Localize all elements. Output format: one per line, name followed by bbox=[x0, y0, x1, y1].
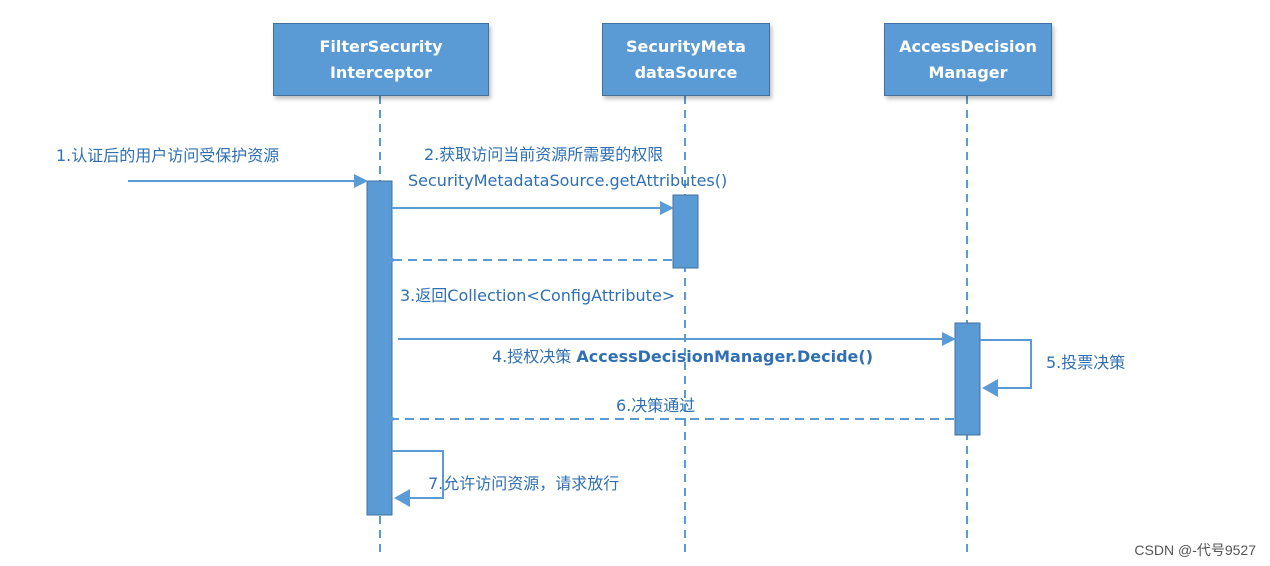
participant-name-line1: SecurityMeta bbox=[626, 36, 746, 56]
message-2-label-line1: 2.获取访问当前资源所需要的权限 bbox=[424, 145, 664, 164]
message-7-label: 7.允许访问资源，请求放行 bbox=[428, 474, 620, 493]
participant-name-line2: dataSource bbox=[634, 62, 738, 82]
message-4-label: 4.授权决策 AccessDecisionManager.Decide() bbox=[492, 347, 873, 367]
participant-name-line2: Interceptor bbox=[329, 62, 433, 82]
participant-name-line2: Manager bbox=[928, 62, 1008, 82]
message-7-arrowhead bbox=[394, 489, 410, 507]
message-4-call: AccessDecisionManager.Decide() bbox=[576, 347, 874, 366]
message-4-prefix: 4.授权决策 bbox=[492, 347, 577, 366]
participant-filter-security-interceptor: FilterSecurity Interceptor bbox=[273, 23, 489, 96]
participant-security-metadata-source: SecurityMeta dataSource bbox=[602, 23, 770, 96]
activation-security-metadata-source bbox=[672, 194, 699, 269]
message-6-label: 6.决策通过 bbox=[616, 396, 696, 415]
watermark: CSDN @-代号9527 bbox=[1134, 542, 1256, 558]
participant-name-line1: FilterSecurity bbox=[319, 36, 443, 56]
message-3-label: 3.返回Collection<ConfigAttribute> bbox=[400, 286, 676, 305]
activation-access-decision-manager bbox=[954, 322, 981, 436]
participant-access-decision-manager: AccessDecision Manager bbox=[884, 23, 1052, 96]
message-5-self-arrow bbox=[980, 339, 1032, 389]
message-2-label-line2: SecurityMetadataSource.getAttributes() bbox=[408, 171, 728, 190]
message-5-label: 5.投票决策 bbox=[1046, 353, 1126, 372]
activation-filter-security-interceptor bbox=[366, 180, 393, 516]
participant-name-line1: AccessDecision bbox=[899, 36, 1037, 56]
message-1-label: 1.认证后的用户访问受保护资源 bbox=[56, 146, 280, 165]
message-5-arrowhead bbox=[982, 379, 998, 397]
message-7-self-arrow bbox=[392, 450, 444, 499]
